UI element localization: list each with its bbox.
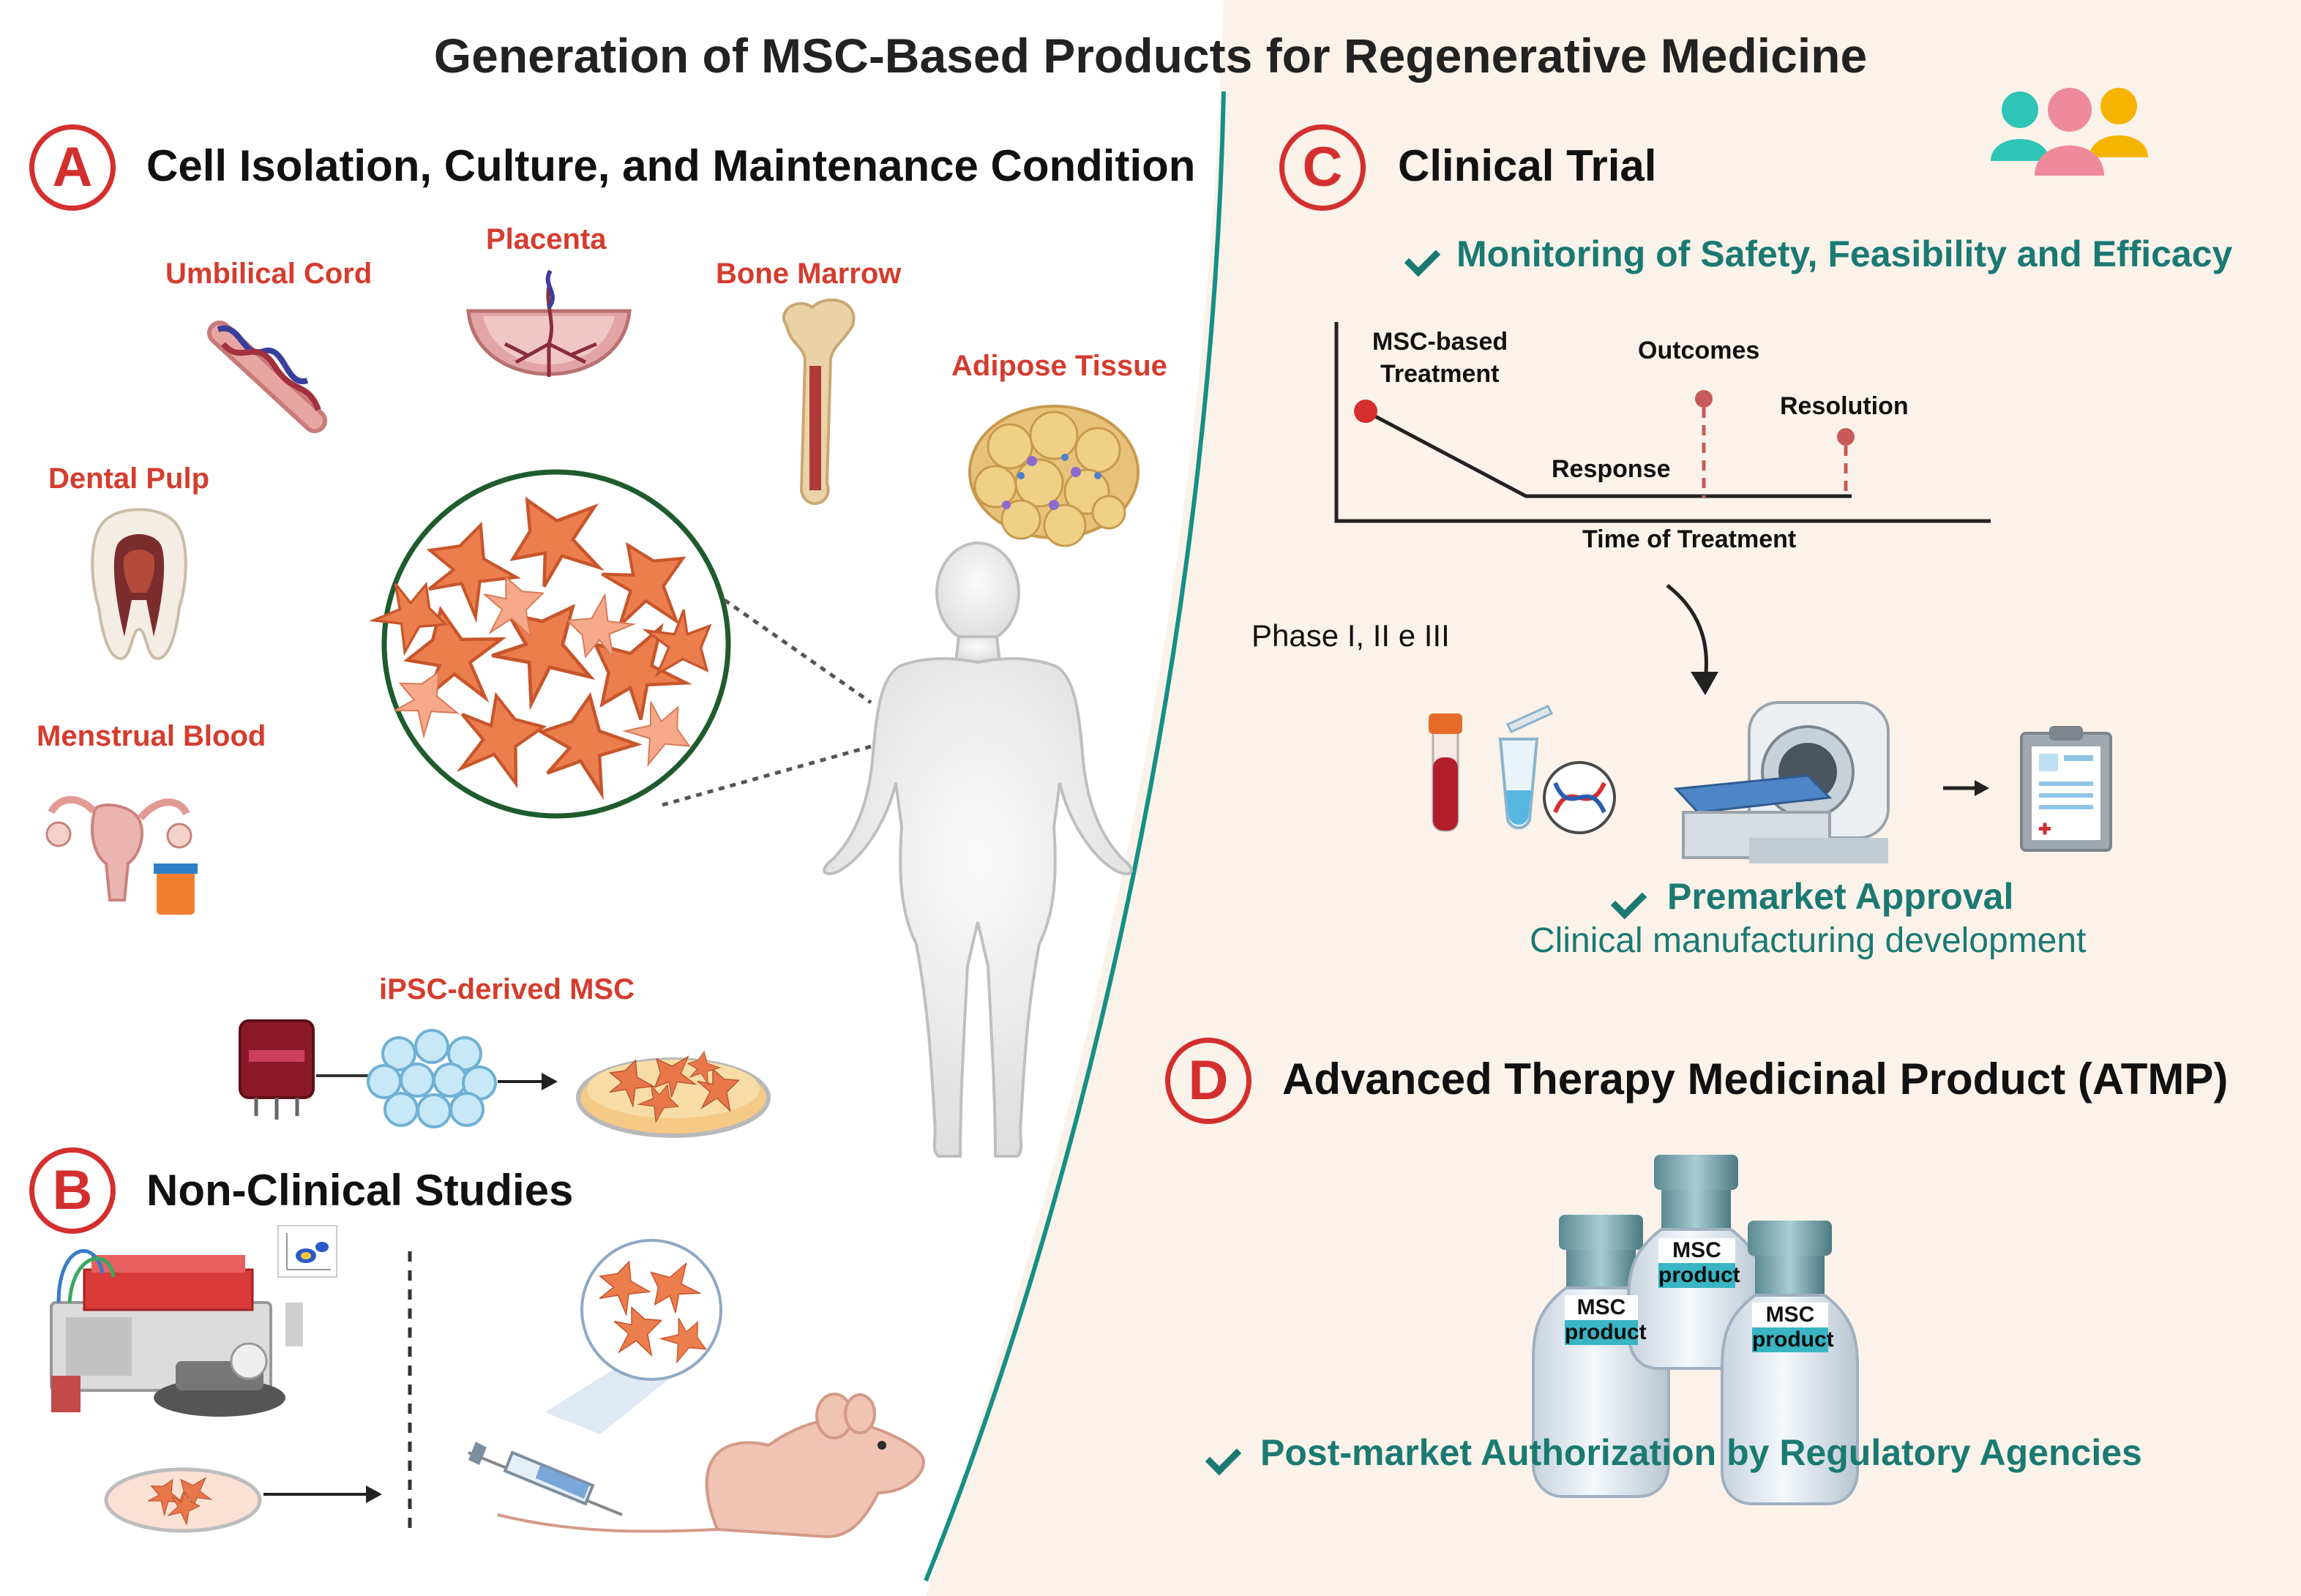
section-c-badge: C [1279,124,1366,211]
adipose-icon [968,405,1140,547]
graph-label-response: Response [1552,455,1671,483]
stem-cell-cluster-icon [367,1029,497,1128]
section-b-heading: Non-Clinical Studies [146,1166,574,1215]
msc-magnified-circle [365,469,732,819]
umbilical-cord-icon [207,321,327,433]
bone-icon [782,298,856,505]
label-placenta: Placenta [486,223,607,255]
flow-plot-icon [277,1225,337,1278]
graph-x-axis-label: Time of Treatment [1582,525,1797,553]
uterus-icon [45,795,198,915]
section-d-badge: D [1165,1038,1251,1124]
monitoring-text: Monitoring of Safety, Feasibility and Ef… [1456,233,2233,274]
label-dental-pulp: Dental Pulp [48,462,210,495]
vial-label-line2: product [1752,1327,1834,1352]
placenta-icon [466,269,632,377]
manufacturing-text: Clinical manufacturing development [1530,921,2087,960]
vial-label-line2: product [1658,1263,1740,1288]
treatment-graph [1334,322,1991,523]
mouse-cells-magnified [580,1239,722,1381]
clipboard-icon [2020,726,2112,852]
postmarket-text: Post-market Authorization by Regulatory … [1260,1432,2142,1473]
section-a-heading: Cell Isolation, Culture, and Maintenance… [146,141,1196,190]
petri-dish-icon [104,1466,262,1533]
label-umbilical-cord: Umbilical Cord [165,258,373,290]
graph-label-resolution: Resolution [1780,392,1909,420]
graph-label-treatment-line1: MSC-based [1372,328,1508,356]
label-adipose-tissue: Adipose Tissue [951,350,1167,382]
vial-label-line1: MSC [1765,1303,1815,1327]
premarket-approval-text: Premarket Approval [1667,876,2014,917]
vial-label-line2: product [1565,1320,1647,1345]
flow-arrow [1666,584,1708,681]
figure-title: Generation of MSC-Based Products for Reg… [433,29,1868,83]
petri-dish-icon [576,1041,771,1138]
panel-divider-curve [924,91,1226,1582]
label-menstrual-blood: Menstrual Blood [37,720,266,752]
flow-cytometer-icon [50,1249,303,1417]
syringe-icon [468,1442,623,1516]
section-a-badge: A [29,124,116,211]
vial-label-left: MSC product [1565,1295,1647,1345]
mouse-eye [878,1441,886,1450]
vial-label-right: MSC product [1752,1303,1834,1352]
blood-bag-icon [239,1019,315,1120]
blood-tube-icon [1429,713,1462,832]
mouse-icon [497,1393,925,1539]
tooth-icon [91,508,187,661]
vial-label-line1: MSC [1576,1295,1626,1319]
dna-tube-icon [1498,705,1616,834]
section-c-heading: Clinical Trial [1398,141,1657,190]
human-body-icon [823,542,1133,1158]
label-bone-marrow: Bone Marrow [716,258,902,290]
people-icon [1991,88,2148,176]
section-d-heading: Advanced Therapy Medicinal Product (ATMP… [1282,1054,2229,1104]
vial-label-line1: MSC [1672,1238,1721,1262]
section-b-badge: B [29,1147,116,1234]
label-ipsc-derived-msc: iPSC-derived MSC [379,973,635,1005]
mri-scanner-icon [1673,701,1890,863]
graph-label-treatment-line2: Treatment [1380,360,1500,388]
vial-label-center: MSC product [1658,1238,1740,1288]
graph-label-outcomes: Outcomes [1638,337,1760,364]
phase-label: Phase I, II e III [1251,618,1450,653]
